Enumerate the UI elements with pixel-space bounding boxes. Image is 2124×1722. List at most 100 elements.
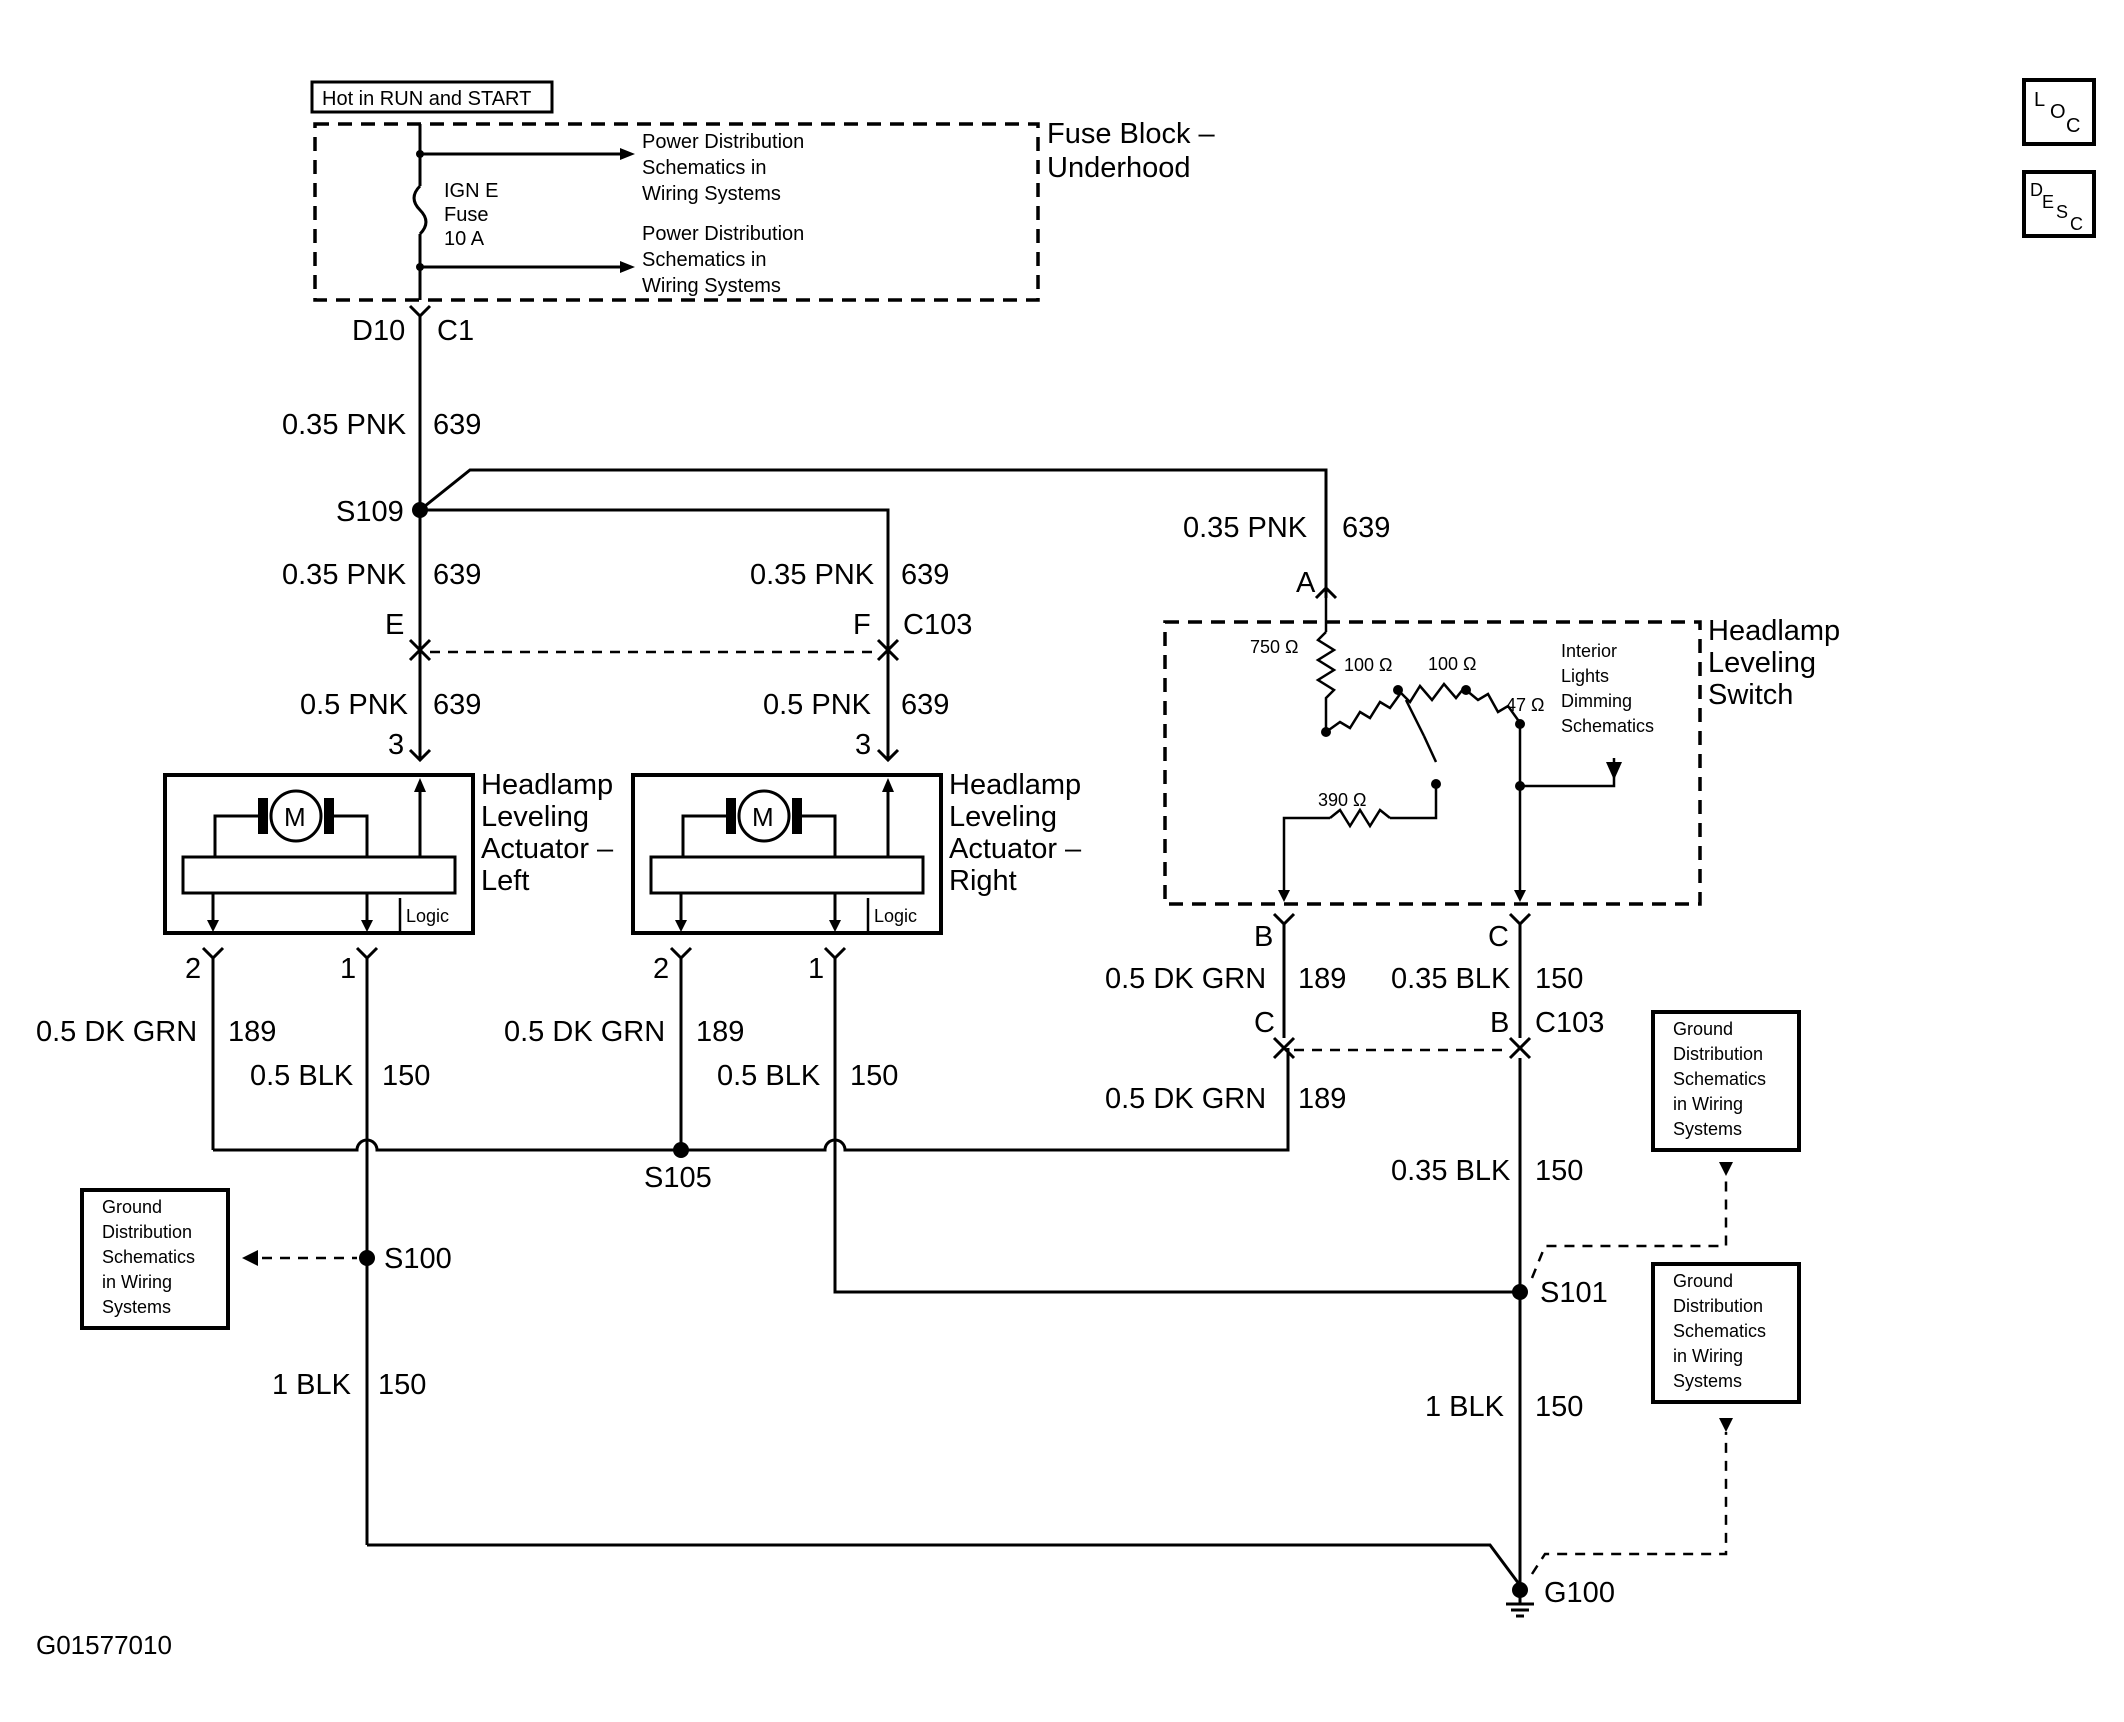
actuator-left-logic-label: Logic bbox=[406, 906, 449, 926]
actuator-left-motor-brush-1 bbox=[258, 798, 268, 834]
resistor-100a bbox=[1325, 693, 1402, 734]
actuator-right-pin2-arrow bbox=[675, 920, 687, 932]
interior-lights-4: Schematics bbox=[1561, 716, 1654, 736]
wire-1blk-left-size: 1 BLK bbox=[272, 1369, 352, 1401]
desc-button-s: S bbox=[2056, 202, 2068, 222]
pwr-dist-arrow-a bbox=[620, 148, 635, 160]
desc-button-frame[interactable] bbox=[2022, 170, 2096, 238]
gnd-dist-right1-5: Systems bbox=[1673, 1119, 1742, 1139]
wire-1blk-left-num: 150 bbox=[378, 1369, 426, 1401]
wire-left-upper-size: 0.35 PNK bbox=[282, 559, 407, 591]
splice-s105-label: S105 bbox=[644, 1162, 712, 1194]
wire-blk-mid-num: 150 bbox=[850, 1060, 898, 1092]
wire-blk-left-num: 150 bbox=[382, 1060, 430, 1092]
wiper-arm bbox=[1404, 699, 1426, 737]
gnd-dist-right1-2: Distribution bbox=[1673, 1044, 1763, 1064]
actuator-left-motor-brush-2 bbox=[324, 798, 334, 834]
fuse-block-label-2: Underhood bbox=[1047, 152, 1191, 184]
actuator-right-box bbox=[631, 773, 943, 935]
pin-1-right-symbol bbox=[823, 946, 847, 961]
resistor-47 bbox=[1465, 689, 1520, 721]
figure-id: G01577010 bbox=[36, 1630, 172, 1660]
wire-blk-right-size: 0.35 BLK bbox=[1391, 1155, 1511, 1187]
wire-dkgrn-sw-size: 0.5 DK GRN bbox=[1105, 1083, 1266, 1115]
actuator-right-logic-board bbox=[649, 855, 925, 895]
resistor-390 bbox=[1329, 807, 1391, 829]
actuator-right-motor-brush-1 bbox=[726, 798, 736, 834]
fuse-label-3: 10 A bbox=[444, 228, 485, 250]
wire-mid-lower-size: 0.5 PNK bbox=[763, 689, 872, 721]
connector-c1-symbol bbox=[408, 304, 432, 319]
actuator-right-pin1-arrow bbox=[829, 920, 841, 932]
switch-name-1: Headlamp bbox=[1708, 615, 1840, 647]
resistor-390-lead-right bbox=[1390, 784, 1438, 820]
pin-3-right-symbol bbox=[876, 748, 900, 763]
resistor-47-label: 47 Ω bbox=[1506, 695, 1544, 715]
splice-s100 bbox=[359, 1250, 375, 1266]
gnd-dist-right2-5: Systems bbox=[1673, 1371, 1742, 1391]
pwr-dist-b-line-1: Power Distribution bbox=[642, 223, 804, 245]
wire-189-bus bbox=[213, 1048, 1290, 1152]
gnd-dist-left-box bbox=[80, 1188, 230, 1330]
loc-button-l: L bbox=[2034, 89, 2045, 111]
actuator-left-name-2: Leveling bbox=[481, 801, 589, 833]
loc-button-frame[interactable] bbox=[2022, 78, 2096, 146]
actuator-right-name-3: Actuator – bbox=[949, 833, 1082, 865]
wire-blk-left-size: 0.5 BLK bbox=[250, 1060, 354, 1092]
switch-name-3: Switch bbox=[1708, 679, 1793, 711]
loc-button-o: O bbox=[2050, 101, 2066, 123]
actuator-left-name-3: Actuator – bbox=[481, 833, 614, 865]
pin-3-left-symbol bbox=[408, 748, 432, 763]
pwr-dist-a-line-1: Power Distribution bbox=[642, 131, 804, 153]
actuator-left-motor-wires bbox=[213, 814, 369, 857]
actuator-right-name-4: Right bbox=[949, 865, 1017, 897]
wire-dkgrn-mid-num: 189 bbox=[696, 1016, 744, 1048]
wire-dkgrn-left-size: 0.5 DK GRN bbox=[36, 1016, 197, 1048]
pin-b-sw-symbol bbox=[1272, 912, 1296, 927]
actuator-left-motor bbox=[269, 789, 323, 843]
wire-sw-c-size: 0.35 BLK bbox=[1391, 963, 1511, 995]
g100-ground-ref-arrow bbox=[1719, 1418, 1733, 1432]
actuator-right-motor-wires bbox=[681, 814, 837, 857]
ign-e-fuse-symbol bbox=[412, 184, 428, 236]
loc-button-c: C bbox=[2066, 115, 2080, 137]
gnd-dist-right1-3: Schematics bbox=[1673, 1069, 1766, 1089]
pin-1-right-label: 1 bbox=[808, 953, 824, 985]
connector-c103-c-bottom bbox=[1272, 1045, 1296, 1060]
actuator-left-box bbox=[163, 773, 475, 935]
actuator-left-feed-arrow bbox=[414, 778, 426, 792]
gnd-dist-left-2: Distribution bbox=[102, 1222, 192, 1242]
gnd-dist-right1-box bbox=[1651, 1010, 1801, 1152]
gnd-dist-right2-3: Schematics bbox=[1673, 1321, 1766, 1341]
pin-a-label: A bbox=[1296, 567, 1316, 599]
resistor-750 bbox=[1315, 631, 1337, 732]
pin-2-left-symbol bbox=[201, 946, 225, 961]
actuator-right-motor-label: M bbox=[752, 802, 774, 832]
switch-b-arrow bbox=[1278, 890, 1290, 902]
actuator-left-name-4: Left bbox=[481, 865, 529, 897]
wire-top-num: 639 bbox=[433, 409, 481, 441]
pin-1-left-label: 1 bbox=[340, 953, 356, 985]
gnd-dist-right1-1: Ground bbox=[1673, 1019, 1733, 1039]
wire-left-lower-num: 639 bbox=[433, 689, 481, 721]
desc-button[interactable]: D E S C bbox=[2022, 170, 2096, 238]
wire-mid-lower-num: 639 bbox=[901, 689, 949, 721]
wire-sw-a-size: 0.35 PNK bbox=[1183, 512, 1308, 544]
wire-dkgrn-mid-size: 0.5 DK GRN bbox=[504, 1016, 665, 1048]
gnd-dist-left-3: Schematics bbox=[102, 1247, 195, 1267]
wire-mid-upper-size: 0.35 PNK bbox=[750, 559, 875, 591]
pin-b-sw-label: B bbox=[1254, 921, 1273, 953]
pin-c-c103-label: C bbox=[1254, 1007, 1275, 1039]
wire-639-to-switch bbox=[419, 468, 1328, 598]
pin-3-right-label: 3 bbox=[855, 729, 871, 761]
fuse-label-2: Fuse bbox=[444, 204, 488, 226]
switch-c-arrow bbox=[1514, 890, 1526, 902]
loc-button[interactable]: L O C bbox=[2022, 78, 2096, 146]
gnd-dist-left-4: in Wiring bbox=[102, 1272, 172, 1292]
actuator-left: M Logic bbox=[163, 773, 475, 935]
pin-c-sw-label: C bbox=[1488, 921, 1509, 953]
interior-lights-2: Lights bbox=[1561, 666, 1609, 686]
wire-dkgrn-left-num: 189 bbox=[228, 1016, 276, 1048]
